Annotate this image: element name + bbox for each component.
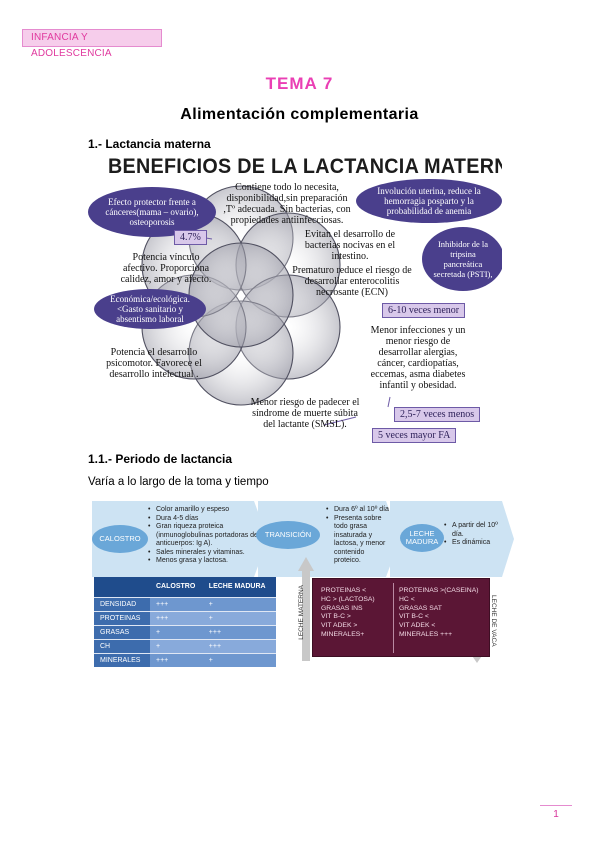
table-header: LECHE MADURA — [202, 577, 276, 597]
text-prematuro: Prematuro reduce el riesgo de desarrolla… — [292, 265, 412, 298]
table-row: PROTEINAS +++ + — [94, 610, 276, 625]
calostro-item: Gran riqueza proteica (inmunoglobulinas … — [148, 523, 266, 549]
milk-comparison-box: PROTEINAS < HC > (LACTOSA) GRASAS INS VI… — [312, 578, 490, 657]
compare-left-item: PROTEINAS < — [321, 587, 367, 594]
tag-2-5-7: 2,5-7 veces menos — [394, 407, 481, 422]
table-cell: + — [202, 652, 276, 667]
label-leche-materna: LECHE MATERNA — [298, 585, 305, 640]
oval-calostro: CALOSTRO — [92, 525, 148, 553]
arrow-up-leche-materna — [298, 557, 314, 661]
infographic-title: BENEFICIOS DE LA LACTANCIA MATERNA — [108, 155, 502, 178]
compare-left-item: MINERALES+ — [321, 630, 365, 638]
compare-left-item: VIT ADEK > — [321, 622, 358, 630]
calostro-item: Dura 4-5 días — [148, 515, 266, 524]
section-heading-lactancia: 1.- Lactancia materna — [88, 137, 211, 151]
table-cell: +++ — [150, 652, 203, 667]
compare-left-column: PROTEINAS < HC > (LACTOSA) GRASAS INS VI… — [321, 587, 375, 640]
table-cell: DENSIDAD — [94, 596, 150, 611]
table-row: CH + +++ — [94, 638, 276, 653]
lactation-period-diagram: CALOSTRO Color amarillo y espeso Dura 4-… — [88, 495, 514, 671]
compare-right-item: PROTEINAS >(CASEINA) — [399, 587, 479, 594]
table-cell: +++ — [150, 596, 203, 611]
compare-right-item: VIT B-C < — [399, 613, 429, 621]
oval-involucion: Involución uterina, reduce la hemorragia… — [356, 179, 502, 223]
text-evitan: Evitan el desarrollo de bacterias nociva… — [304, 229, 396, 262]
table-cell: MINERALES — [94, 652, 150, 667]
transicion-item: Presenta sobre todo grasa insaturada y l… — [326, 515, 392, 566]
oval-efecto-protector: Efecto protector frente a cánceres(mama … — [88, 187, 216, 237]
table-cell: PROTEINAS — [94, 610, 150, 625]
calostro-list: Color amarillo y espeso Dura 4-5 días Gr… — [148, 506, 266, 566]
table-cell: + — [150, 638, 203, 653]
compare-left-item: GRASAS INS — [321, 604, 363, 612]
compare-right-item: MINERALES +++ — [399, 630, 453, 638]
compare-left-item: VIT B-C > — [321, 613, 351, 621]
table-cell: +++ — [150, 610, 203, 625]
oval-economica: Económica/ecológica. <Gasto sanitario y … — [94, 289, 206, 329]
table-row: GRASAS + +++ — [94, 624, 276, 639]
tag-4-7: 4.7% — [174, 230, 207, 245]
transicion-list: Dura 6º al 10º día Presenta sobre todo g… — [326, 506, 392, 566]
label-leche-de-vaca: LECHE DE VACA — [490, 595, 497, 647]
table-row: DENSIDAD +++ + — [94, 596, 276, 611]
text-smsl: Menor riesgo de padecer el síndrome de m… — [250, 397, 360, 430]
text-menor-infecciones: Menor infecciones y un menor riesgo de d… — [370, 325, 466, 391]
table-cell: +++ — [202, 638, 276, 653]
table-cell: +++ — [202, 624, 276, 639]
compare-right-item: GRASAS SAT — [399, 604, 442, 612]
compare-left-item: HC > (LACTOSA) — [321, 595, 375, 603]
text-contiene: Contiene todo lo necesita, disponibilida… — [223, 182, 351, 226]
table-cell: GRASAS — [94, 624, 150, 639]
tag-5-fa: 5 veces mayor FA — [372, 428, 457, 443]
compare-right-column: PROTEINAS >(CASEINA) HC < GRASAS SAT VIT… — [399, 587, 479, 640]
madura-item: Es dinámica — [444, 539, 500, 548]
table-header: CALOSTRO — [150, 577, 203, 597]
comparison-table: CALOSTRO LECHE MADURA DENSIDAD +++ + PRO… — [94, 577, 276, 667]
oval-inhibidor: Inhibidor de la tripsina pancreática sec… — [422, 227, 502, 291]
header-tag: INFANCIA Y ADOLESCENCIA — [22, 29, 162, 59]
section-heading-periodo: 1.1.- Periodo de lactancia — [88, 452, 233, 466]
section-subtext: Varía a lo largo de la toma y tiempo — [88, 476, 269, 488]
oval-leche-madura: LECHE MADURA — [400, 524, 444, 552]
calostro-item: Sales minerales y vitaminas. — [148, 549, 266, 558]
table-cell: CH — [94, 638, 150, 653]
table-row: MINERALES +++ + — [94, 652, 276, 667]
tag-6-10: 6-10 veces menor — [382, 303, 466, 318]
madura-item: A partir del 10º día. — [444, 522, 500, 539]
benefits-infographic: BENEFICIOS DE LA LACTANCIA MATERNA Efect… — [88, 155, 502, 450]
compare-right-item: VIT ADEK < — [399, 622, 436, 630]
table-cell: + — [202, 596, 276, 611]
calostro-item: Menos grasa y lactosa. — [148, 557, 266, 566]
oval-transicion: TRANSICIÓN — [256, 521, 320, 549]
madura-list: A partir del 10º día. Es dinámica — [444, 522, 500, 548]
tema-number: TEMA 7 — [265, 74, 334, 93]
page-title: Alimentación complementaria — [180, 106, 419, 123]
table-cell: + — [202, 610, 276, 625]
compare-divider — [393, 583, 394, 653]
transicion-item: Dura 6º al 10º día — [326, 506, 392, 515]
text-potencia-desarrollo: Potencia el desarrollo psicomotor. Favor… — [106, 347, 202, 380]
compare-right-item: HC < — [399, 595, 415, 603]
page-number: 1 — [540, 805, 572, 820]
table-cell: + — [150, 624, 203, 639]
text-potencia-vinculo: Potencia vínculo afectivo. Proporciona c… — [120, 252, 212, 285]
table-header — [94, 577, 150, 597]
calostro-item: Color amarillo y espeso — [148, 506, 266, 515]
